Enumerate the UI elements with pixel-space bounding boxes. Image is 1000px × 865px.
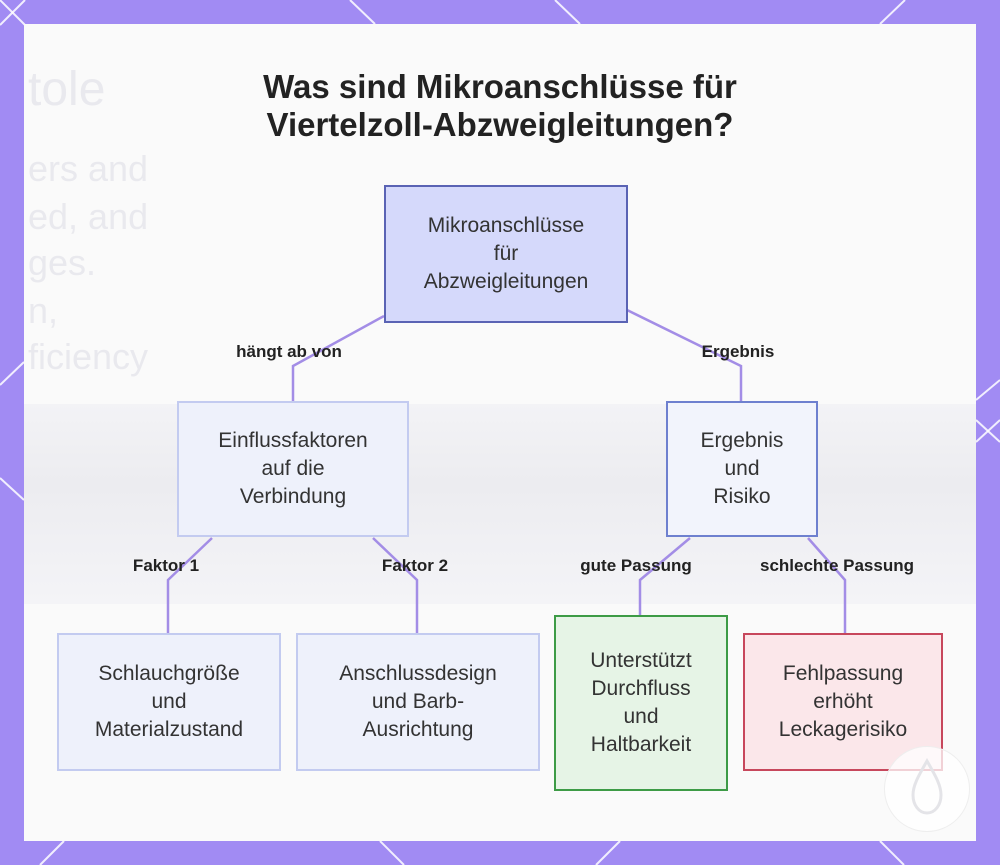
background-text: ed, and bbox=[28, 196, 149, 237]
node-label: Ergebnis und Risiko bbox=[700, 429, 784, 508]
edge-label-good-fit: gute Passung bbox=[580, 556, 692, 575]
node-fitting-design: Anschlussdesign und Barb- Ausrichtung bbox=[296, 633, 540, 771]
title-line-2: Viertelzoll-Abzweigleitungen? bbox=[266, 106, 734, 143]
edge-label-factor-1: Faktor 1 bbox=[132, 556, 200, 575]
watermark-logo bbox=[884, 746, 970, 832]
diagram-title: Was sind Mikroanschlüsse für Viertelzoll… bbox=[24, 68, 976, 144]
node-influencing-factors: Einflussfaktoren auf die Verbindung bbox=[177, 401, 409, 537]
edge-label-bad-fit: schlechte Passung bbox=[759, 556, 915, 575]
background-text: n, bbox=[28, 290, 59, 331]
edge-label-depends: hängt ab von bbox=[236, 342, 342, 361]
background-text: ges. bbox=[28, 242, 97, 283]
background-text: tole bbox=[28, 63, 106, 116]
node-label: Einflussfaktoren auf die Verbindung bbox=[218, 429, 368, 508]
node-label: Mikroanschlüsse für Abzweigleitungen bbox=[423, 214, 589, 293]
node-label: Fehlpassung erhöht Leckagerisiko bbox=[778, 662, 908, 741]
background-text: ficiency bbox=[28, 336, 149, 377]
node-label: Anschlussdesign und Barb- Ausrichtung bbox=[339, 662, 497, 741]
edge-label-result: Ergebnis bbox=[701, 342, 775, 361]
edge-label-factor-2: Faktor 2 bbox=[381, 556, 449, 575]
node-result-risk: Ergebnis und Risiko bbox=[666, 401, 818, 537]
node-bad-fit-outcome: Fehlpassung erhöht Leckagerisiko bbox=[743, 633, 943, 771]
droplet-icon bbox=[911, 757, 943, 815]
node-hose-size: Schlauchgröße und Materialzustand bbox=[57, 633, 281, 771]
node-good-fit-outcome: Unterstützt Durchfluss und Haltbarkeit bbox=[554, 615, 728, 791]
background-text: ers and bbox=[28, 148, 149, 189]
node-label: Schlauchgröße und Materialzustand bbox=[94, 662, 244, 741]
title-line-1: Was sind Mikroanschlüsse für bbox=[263, 68, 737, 105]
node-micro-fittings: Mikroanschlüsse für Abzweigleitungen bbox=[384, 185, 628, 323]
node-label: Unterstützt Durchfluss und Haltbarkeit bbox=[590, 649, 692, 756]
